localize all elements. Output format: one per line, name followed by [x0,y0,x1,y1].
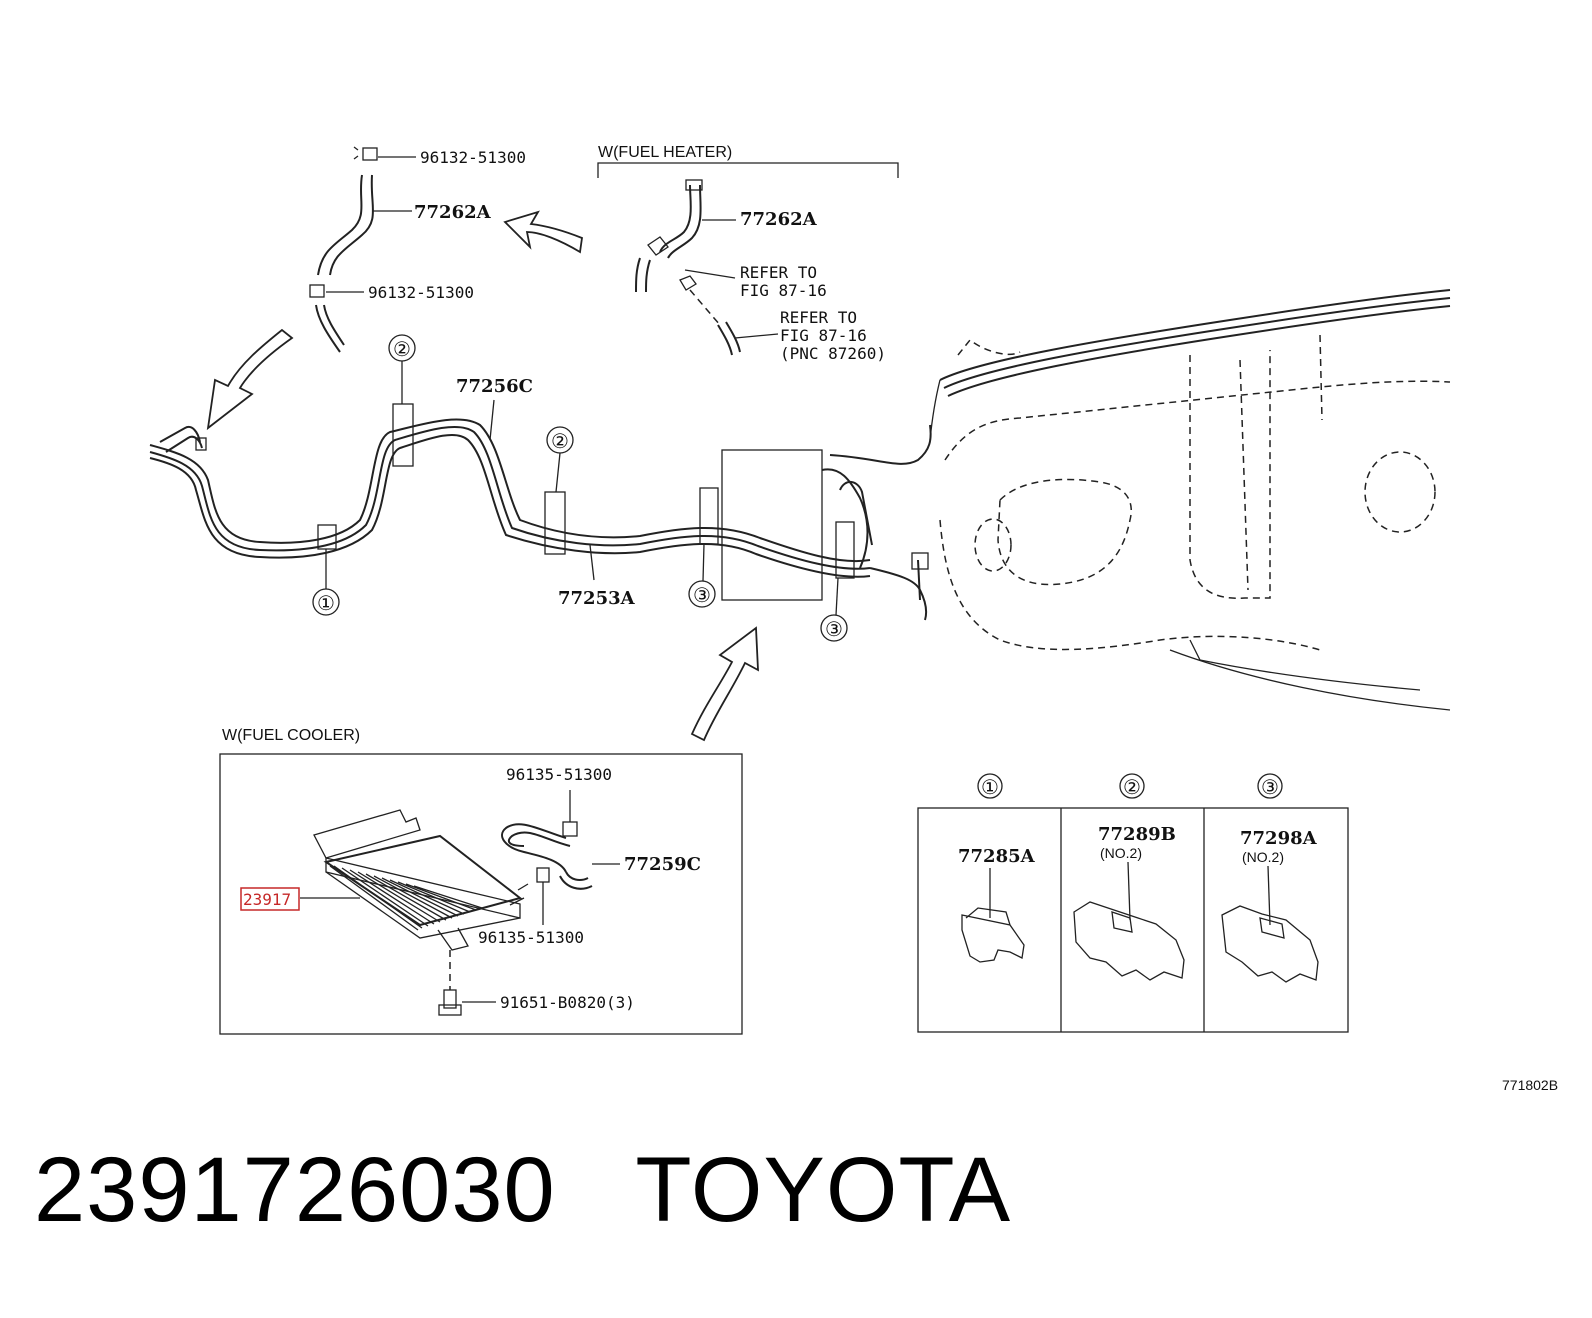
clamp-2-icon [1073,901,1185,981]
hose-cooler-label: 77259C [624,854,701,875]
clamp-3-label: 77298A [1240,828,1318,849]
clamp-1-label: 77285A [958,846,1036,867]
clamp-2-note: (NO.2) [1100,845,1142,861]
callout-3-tube-a: ③ [688,543,716,608]
clamp-icon [309,284,325,298]
svg-text:②: ② [393,339,411,361]
heater-hose-assembly [635,179,741,356]
fuel-heater-title: W(FUEL HEATER) [598,144,732,161]
hose-heater-label: 77262A [740,209,818,230]
refer-2-line-c: (PNC 87260) [780,344,886,363]
clamp-1-icon [961,907,1025,963]
clamp-icon [562,821,578,837]
clamp-icon [362,147,378,161]
svg-text:③: ③ [825,619,843,641]
arrow-icon [503,210,583,254]
clamp-1-on-tube [317,524,337,550]
svg-text:③: ③ [1261,777,1279,799]
clamp-2-label: 77289B [1098,824,1176,845]
top-hose-assembly [309,146,378,353]
hose-top-label: 77262A [414,202,492,223]
clamp-2-on-tube-b [544,491,566,555]
bolt-icon [438,989,462,1016]
clamp-3-on-tube-a [699,487,719,545]
clamp-2-on-tube-a [392,403,414,467]
arrow-icon [206,328,294,431]
refer-1-line-b: FIG 87-16 [740,281,827,300]
callout-2-tube-a: ② [388,334,416,404]
callout-2-tube-b: ② [546,426,574,493]
clamp-cooler-bottom-label: 96135-51300 [478,928,584,947]
caption-part-number: 2391726030 [34,1139,556,1241]
clamp-3-note: (NO.2) [1242,849,1284,865]
hose-top-shape [317,174,363,276]
tube-lower-label: 77253A [558,588,636,609]
svg-text:③: ③ [693,585,711,607]
vehicle-body-outline [929,289,1451,711]
svg-text:②: ② [1123,777,1141,799]
cooler-part-highlight [240,887,300,911]
clamp-legend: ① ② ③ 77285A 77289B (NO.2) 77298A (NO.2) [917,773,1349,1033]
clamp-top-b-label: 96132-51300 [368,283,474,302]
refer-1-line-a: REFER TO [740,263,817,282]
callout-1-tube: ① [312,549,340,616]
arrow-icon [690,626,759,742]
clamp-icon [536,867,550,883]
bolt-label: 91651-B0820(3) [500,993,635,1012]
cooler-part-label: 23917 [243,890,291,909]
caption: 2391726030 TOYOTA [34,1138,1011,1243]
fuel-cooler-box [219,753,743,1035]
svg-text:②: ② [551,431,569,453]
clamp-top-a-label: 96132-51300 [420,148,526,167]
refer-2-line-a: REFER TO [780,308,857,327]
cooler-hose [501,821,593,890]
caption-brand: TOYOTA [635,1139,1012,1241]
clamp-3-on-tube-b [835,521,855,579]
fuel-filter-box [721,449,823,601]
refer-2-line-b: FIG 87-16 [780,326,867,345]
tube-upper-label: 77256C [456,376,533,397]
fuel-cooler-unit [313,809,529,951]
fuel-cooler-title: W(FUEL COOLER) [222,727,360,744]
svg-text:①: ① [981,777,999,799]
callout-3-tube-b: ③ [820,577,848,642]
clamp-3-icon [1221,905,1319,983]
clamp-cooler-top-label: 96135-51300 [506,765,612,784]
svg-text:①: ① [317,593,335,615]
fuel-heater-bracket [597,162,899,178]
figure-id: 771802B [1502,1077,1558,1093]
